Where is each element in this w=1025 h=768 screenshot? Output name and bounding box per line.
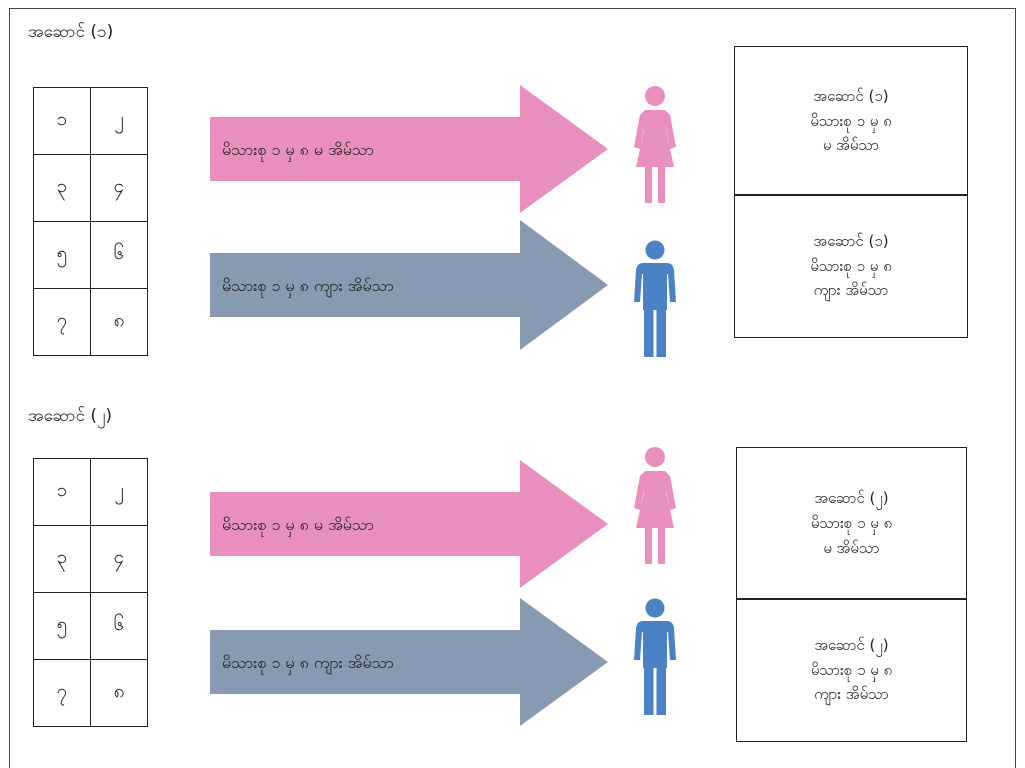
- box-line: မ အိမ်သာ: [822, 136, 880, 155]
- grid-cell: ၇: [33, 288, 91, 356]
- grid-cell: ၅: [33, 221, 91, 289]
- female-toilet-box: အဆောင် (၁) မိသားစု ၁ မှ ၈ မ အိမ်သာ: [734, 46, 968, 196]
- box-line: ကျား အိမ်သာ: [814, 685, 889, 704]
- male-arrow: မိသားစု ၁ မှ ၈ ကျား အိမ်သာ: [210, 220, 610, 360]
- female-arrow-label: မိသားစု ၁ မှ ၈ မ အိမ်သာ: [222, 515, 374, 534]
- male-icon: [634, 598, 676, 715]
- grid-cell: ၃: [33, 154, 91, 222]
- diagram-frame: [9, 8, 1016, 768]
- box-line: မိသားစု ၁ မှ ၈: [810, 514, 893, 533]
- female-arrow-head: [520, 460, 608, 588]
- box-line: မိသားစု ၁ မှ ၈: [810, 111, 892, 130]
- male-arrow: မိသားစု ၁ မှ ၈ ကျား အိမ်သာ: [210, 598, 610, 738]
- grid-cell: ၄: [90, 154, 148, 222]
- box-line: မိသားစု ၁ မှ ၈: [810, 256, 892, 275]
- box-line: အဆောင် (၂): [814, 635, 889, 654]
- male-arrow-label: မိသားစု ၁ မှ ၈ ကျား အိမ်သာ: [222, 653, 394, 672]
- grid-cell: ၁: [33, 87, 91, 155]
- box-line: အဆောင် (၁): [813, 86, 889, 105]
- female-icon: [634, 86, 676, 203]
- grid-cell: ၈: [90, 659, 148, 727]
- male-toilet-box: အဆောင် (၁) မိသားစု ၁ မှ ၈ ကျား အိမ်သာ: [734, 194, 968, 338]
- male-arrow-body: [210, 253, 520, 317]
- grid-cell: ၇: [33, 659, 91, 727]
- box-line: မိသားစု ၁ မှ ၈: [810, 660, 893, 679]
- male-arrow-head: [520, 598, 608, 726]
- male-toilet-box: အဆောင် (၂) မိသားစု ၁ မှ ၈ ကျား အိမ်သာ: [736, 598, 967, 742]
- box-line: မ အိမ်သာ: [823, 538, 880, 557]
- female-icon: [634, 447, 676, 564]
- section-title: အဆောင် (၂): [28, 406, 113, 426]
- grid-cell: ၁: [33, 458, 91, 526]
- female-arrow-label: မိသားစု ၁ မှ ၈ မ အိမ်သာ: [222, 140, 374, 159]
- grid-cell: ၈: [90, 288, 148, 356]
- family-room-grid: ၁ ၂ ၃ ၄ ၅ ၆ ၇ ၈: [33, 87, 148, 356]
- box-line: ကျား အိမ်သာ: [813, 281, 889, 300]
- male-arrow-label: မိသားစု ၁ မှ ၈ ကျား အိမ်သာ: [222, 276, 394, 295]
- grid-cell: ၅: [33, 592, 91, 660]
- male-icon: [634, 240, 676, 357]
- female-toilet-box: အဆောင် (၂) မိသားစု ၁ မှ ၈ မ အိမ်သာ: [736, 447, 967, 600]
- male-arrow-head: [520, 220, 608, 350]
- grid-cell: ၂: [90, 87, 148, 155]
- female-arrow-body: [210, 117, 520, 181]
- female-arrow-head: [520, 85, 608, 213]
- box-line: အဆောင် (၁): [813, 231, 889, 250]
- grid-cell: ၃: [33, 525, 91, 593]
- grid-cell: ၆: [90, 221, 148, 289]
- male-arrow-body: [210, 630, 520, 694]
- family-room-grid: ၁ ၂ ၃ ၄ ၅ ၆ ၇ ၈: [33, 458, 148, 727]
- grid-cell: ၄: [90, 525, 148, 593]
- female-arrow: မိသားစု ၁ မှ ၈ မ အိမ်သာ: [210, 460, 610, 600]
- grid-cell: ၂: [90, 458, 148, 526]
- section-title: အဆောင် (၁): [28, 22, 114, 42]
- grid-cell: ၆: [90, 592, 148, 660]
- box-line: အဆောင် (၂): [814, 489, 889, 508]
- female-arrow-body: [210, 492, 520, 556]
- female-arrow: မိသားစု ၁ မှ ၈ မ အိမ်သာ: [210, 85, 610, 245]
